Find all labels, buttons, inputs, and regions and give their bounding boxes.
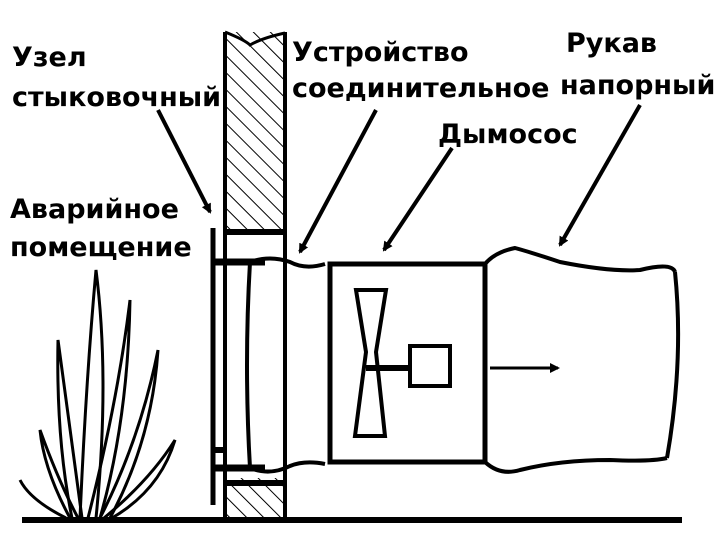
- svg-text:Узел: Узел: [12, 42, 87, 73]
- connecting-device: [245, 256, 326, 474]
- pointer-smoke-exhauster: [382, 146, 454, 252]
- grass-icon: [18, 269, 177, 520]
- label-smoke-exhauster: Дымосос: [438, 119, 578, 150]
- svg-text:Рукав: Рукав: [566, 28, 657, 59]
- svg-text:напорный: напорный: [560, 70, 715, 101]
- fan-impeller-icon: [352, 288, 410, 438]
- svg-text:помещение: помещение: [10, 232, 192, 263]
- label-docking-node: Узел стыковочный: [12, 42, 221, 113]
- label-pressure-hose: Рукав напорный: [560, 28, 715, 101]
- smoke-exhauster: [327, 261, 488, 465]
- label-connecting-device: Устройство соединительное: [292, 37, 550, 104]
- pointer-docking-node: [156, 109, 212, 214]
- svg-text:Устройство: Устройство: [292, 37, 469, 68]
- svg-text:соединительное: соединительное: [292, 73, 550, 104]
- svg-text:Аварийное: Аварийное: [10, 194, 179, 225]
- pointer-pressure-hose: [558, 104, 642, 247]
- pressure-hose: [483, 245, 681, 474]
- pointer-connecting-device: [298, 109, 378, 254]
- wall: [223, 30, 287, 520]
- svg-text:стыковочный: стыковочный: [12, 82, 221, 113]
- label-emergency-room: Аварийное помещение: [10, 194, 192, 263]
- motor-box: [408, 344, 452, 388]
